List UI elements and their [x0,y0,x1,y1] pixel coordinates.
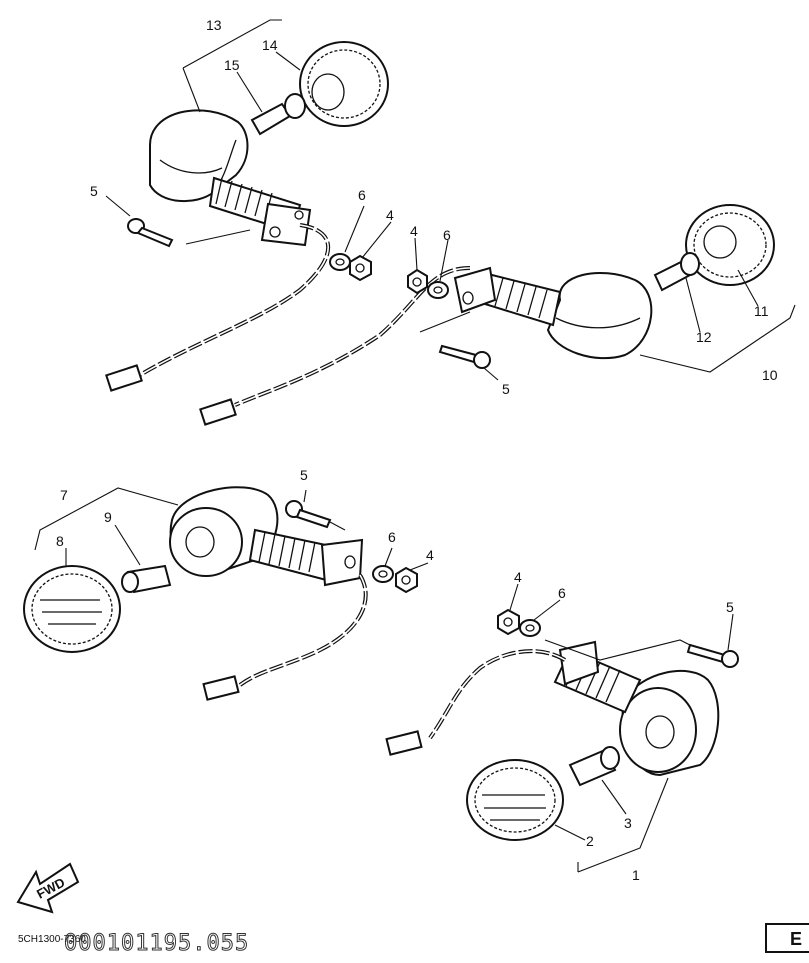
callout-11: 11 [754,303,769,319]
screw-5-upper-right [438,344,491,369]
callout-6a: 6 [358,187,366,203]
wire-harness-1 [385,649,567,756]
callout-14: 14 [262,37,278,53]
bulb-12 [653,252,700,292]
bulb-9 [121,564,172,594]
section-tag: E [765,923,809,953]
assembly-1-rear-right-flasher [466,639,720,873]
callout-10: 10 [762,367,778,383]
callout-5d: 5 [726,599,734,615]
callout-6b: 6 [443,227,451,243]
drawing-code: 5CH1300-7360 [18,934,86,945]
callout-6c: 6 [388,529,396,545]
nut-4-upper-left [349,254,372,282]
callout-1: 1 [632,867,640,883]
callout-4c: 4 [426,547,434,563]
lens-14 [299,41,389,127]
wire-harness-7 [202,573,368,701]
callout-5b: 5 [502,381,510,397]
callout-12: 12 [696,329,712,345]
nut-4-upper-right [407,268,428,295]
stamp-number: 000101195.055 [64,931,249,956]
callout-7: 7 [60,487,68,503]
screw-5-lower-left [285,500,332,529]
callout-8: 8 [56,533,64,549]
callout-5a: 5 [90,183,98,199]
section-tag-label: E [790,929,802,949]
washer-6-upper-left [329,253,351,271]
nut-4-lower-right [497,608,520,636]
fwd-arrow: FWD [16,862,80,914]
callout-6d: 6 [558,585,566,601]
callout-4a: 4 [386,207,394,223]
screw-5-upper-left [127,218,174,248]
callout-labels: 13 14 15 5 6 4 4 6 12 11 10 5 7 8 9 5 6 … [56,17,778,883]
callout-4d: 4 [514,569,522,585]
lens-11 [685,204,775,286]
wire-harness-10 [199,266,471,426]
leader-lines [65,51,759,841]
assembly-10-front-right-flasher [419,204,796,373]
callout-4b: 4 [410,223,418,239]
callout-15: 15 [224,57,240,73]
washer-6-upper-right [427,281,449,299]
wire-harness-13 [105,223,331,392]
washer-6-lower-left [372,565,394,583]
screw-5-lower-right [686,643,739,668]
callout-13: 13 [206,17,222,33]
assembly-7-rear-left-flasher [23,486,364,653]
callout-3: 3 [624,815,632,831]
bulb-3 [568,746,620,787]
washer-6-lower-right [519,619,541,637]
assembly-13-front-left-flasher [149,19,389,247]
callout-2: 2 [586,833,594,849]
lens-2 [466,759,564,841]
callout-9: 9 [104,509,112,525]
bulb-15 [250,93,306,136]
callout-5c: 5 [300,467,308,483]
lens-8 [23,565,121,653]
nut-4-lower-left [395,566,418,594]
